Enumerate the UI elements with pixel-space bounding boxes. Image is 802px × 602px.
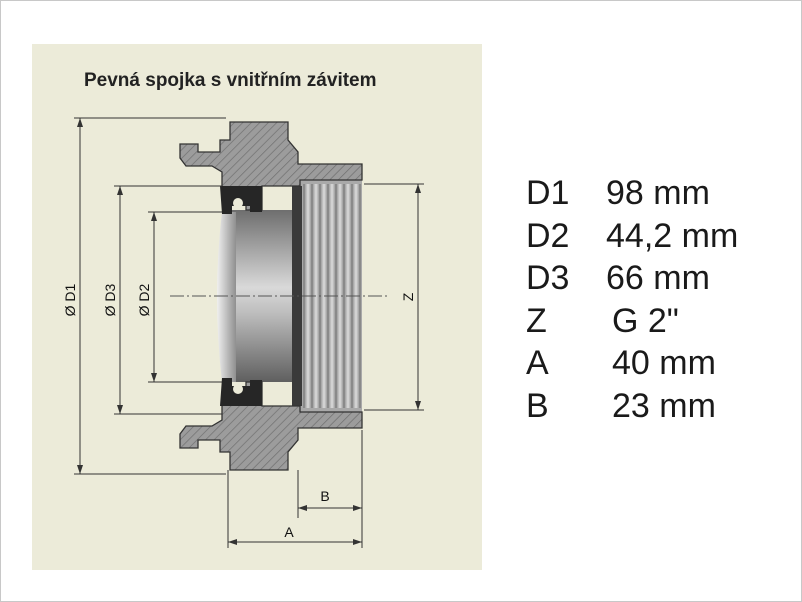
- spec-table: D1 98 mm D2 44,2 mm D3 66 mm Z G 2" A 40…: [526, 172, 738, 427]
- spec-row-a: A 40 mm: [526, 342, 738, 385]
- label-d1: Ø D1: [62, 283, 78, 316]
- spec-value: 23 mm: [612, 386, 716, 425]
- spec-value: 66 mm: [606, 259, 710, 297]
- spec-row-d1: D1 98 mm: [526, 172, 738, 215]
- spec-key: Z: [526, 301, 547, 340]
- spec-row-d2: D2 44,2 mm: [526, 215, 738, 258]
- gasket-lower: [220, 378, 262, 406]
- spec-row-z: Z G 2": [526, 300, 738, 343]
- spec-row-b: B 23 mm: [526, 385, 738, 428]
- spec-value: G 2": [612, 301, 679, 340]
- spec-key: B: [526, 386, 549, 425]
- spec-key: D1: [526, 174, 570, 212]
- dimension-arrows: [77, 118, 421, 545]
- spec-key: D2: [526, 216, 570, 255]
- label-d2: Ø D2: [136, 283, 152, 316]
- dimension-lines: [74, 117, 424, 548]
- spec-value: 98 mm: [606, 174, 710, 212]
- spec-key: D3: [526, 259, 570, 297]
- spec-value: 40 mm: [612, 344, 716, 382]
- label-b: B: [320, 488, 329, 504]
- label-z: Z: [400, 292, 416, 301]
- spec-value: 44,2 mm: [606, 216, 739, 255]
- spec-key: A: [526, 344, 549, 382]
- spec-row-d3: D3 66 mm: [526, 257, 738, 300]
- gasket-upper: [220, 186, 262, 214]
- label-a: A: [284, 524, 294, 540]
- drawing-title: Pevná spojka s vnitřním závitem: [84, 70, 377, 91]
- label-d3: Ø D3: [102, 283, 118, 316]
